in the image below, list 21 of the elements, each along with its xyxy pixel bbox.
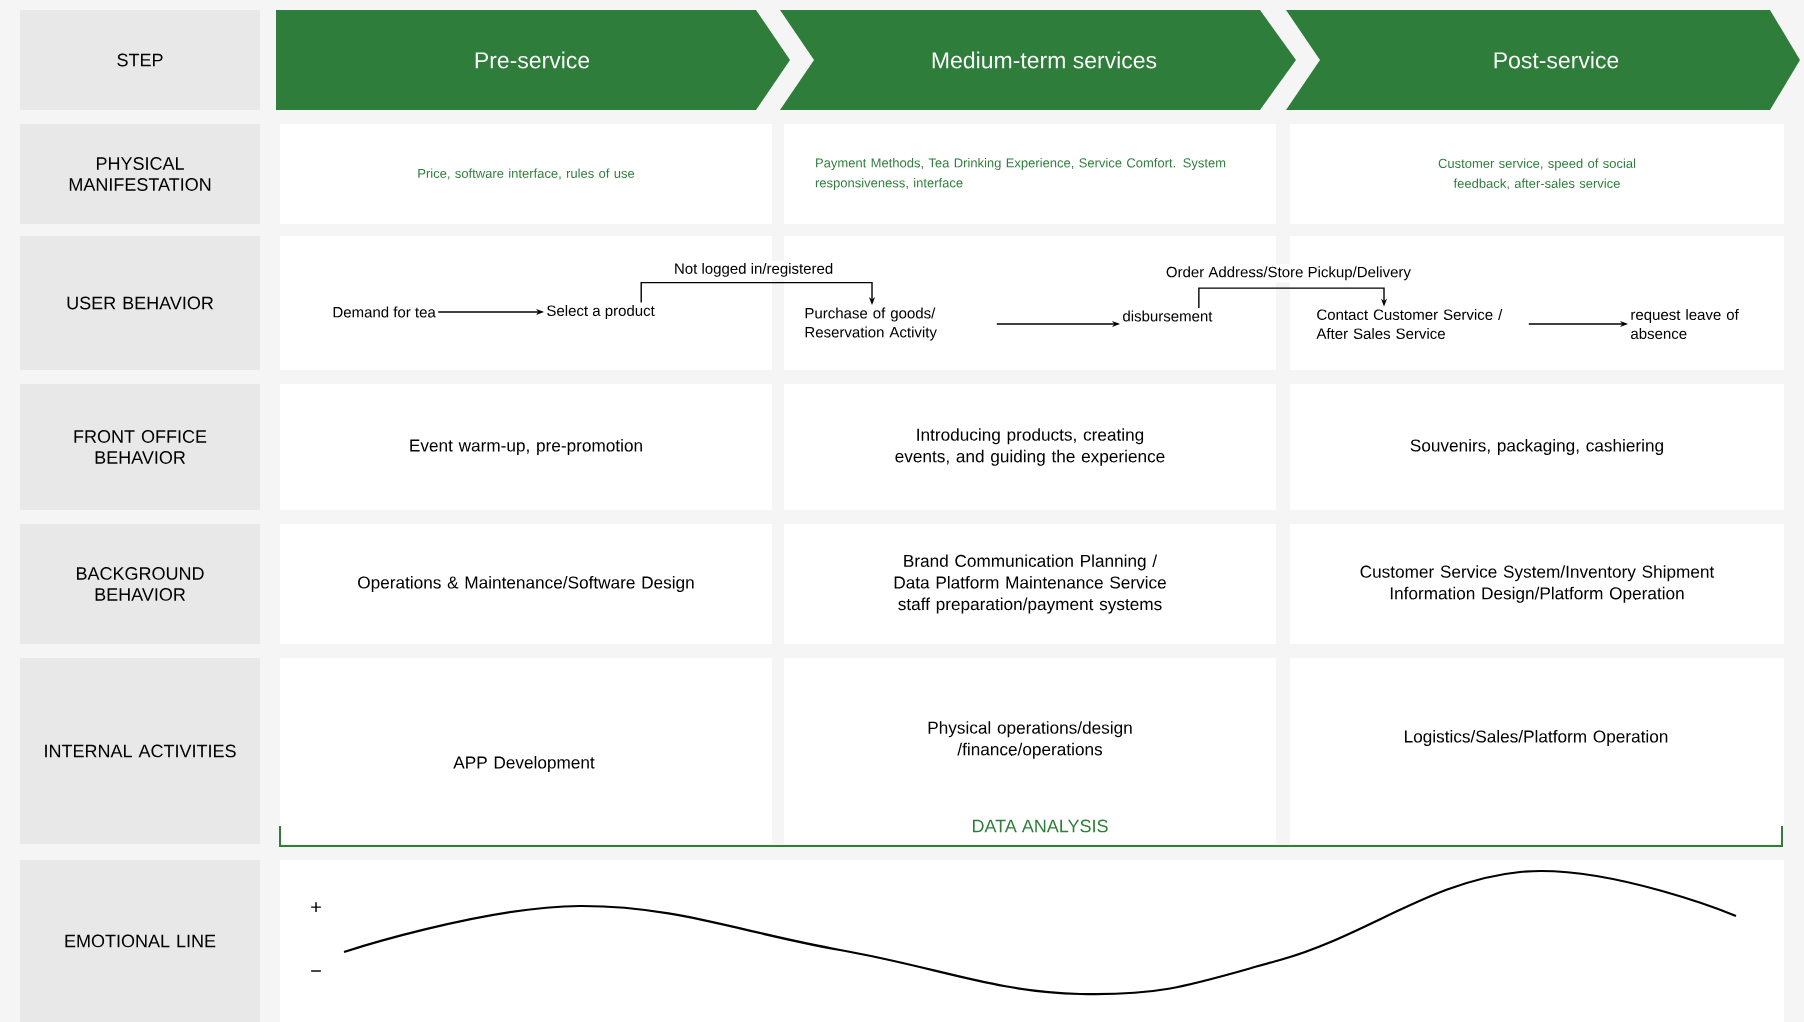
- row-header: USER BEHAVIOR: [20, 236, 260, 370]
- scale-sign: +: [311, 902, 321, 912]
- row-header: STEP: [20, 10, 260, 110]
- stage-header: Post-service: [1286, 10, 1800, 110]
- arrow: [1198, 287, 1388, 309]
- cell: Souvenirs, packaging, cashiering: [1290, 384, 1784, 510]
- cell: Introducing products, creating events, and guiding the experience: [784, 384, 1276, 510]
- cell: APP Development: [280, 658, 772, 844]
- stage-header: Medium-term services: [780, 10, 1296, 110]
- stage-header: Pre-service: [276, 10, 790, 110]
- cell: Logistics/Sales/Platform Operation: [1290, 658, 1784, 844]
- row-header: EMOTIONAL LINE: [20, 860, 260, 1022]
- cell: Event warm-up, pre-promotion: [280, 384, 772, 510]
- row-header: BACKGROUND BEHAVIOR: [20, 524, 260, 644]
- row-header: INTERNAL ACTIVITIES: [20, 658, 260, 844]
- row-header: FRONT OFFICE BEHAVIOR: [20, 384, 260, 510]
- cell: Customer Service System/Inventory Shipment Information Design/Platform Operation: [1290, 524, 1784, 644]
- cell: Operations & Maintenance/Software Design: [280, 524, 772, 644]
- cell: Brand Communication Planning / Data Platform Maintenance Service staff preparation/payment systems: [784, 524, 1276, 644]
- scale-sign: −: [311, 970, 321, 972]
- row-header: PHYSICAL MANIFESTATION: [20, 124, 260, 224]
